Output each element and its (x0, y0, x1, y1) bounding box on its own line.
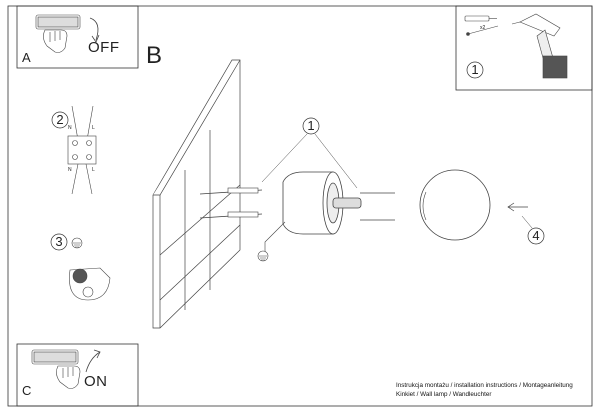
panel-a-letter: A (22, 50, 31, 65)
panel-c-letter: C (22, 383, 32, 398)
arrow-icon (91, 34, 100, 43)
ground-icon (71, 237, 83, 249)
callout-line (261, 133, 308, 183)
callout-line (314, 133, 358, 189)
arrow-icon (85, 351, 101, 373)
wall-plug-icon (227, 187, 259, 218)
wall-plate (152, 59, 241, 329)
step-marker (302, 117, 320, 135)
drill-icon (511, 13, 568, 79)
footer-line-2: Kinkiet / Wall lamp / Wandleuchter (396, 391, 492, 398)
panel-a-frame (16, 5, 139, 69)
footer-line-1: Instrukcja montażu / installation instru… (396, 382, 573, 389)
hand-switch-icon (31, 349, 81, 389)
step-marker (50, 233, 68, 251)
mount-step-number: 1 (307, 118, 315, 133)
footer: Instrukcja montażu / installation instru… (396, 381, 573, 399)
terminal-letter: N (68, 125, 72, 131)
outer-frame (7, 5, 593, 407)
shade-opening (422, 191, 427, 221)
section-letter: B (146, 42, 163, 69)
connect-step-number: 2 (56, 112, 64, 127)
ground-step-number: 3 (55, 234, 63, 249)
panel-c-frame (16, 343, 139, 407)
panel-c-switch-text: ON (84, 373, 108, 390)
terminal-letter: N (68, 167, 72, 173)
arrow-icon (89, 17, 99, 41)
ground-icon (257, 250, 269, 262)
step-marker (51, 111, 69, 129)
lamp-base (282, 171, 362, 235)
terminal-letter: L (92, 125, 95, 131)
screw-icon (466, 25, 499, 36)
panel-a-switch-text: OFF (88, 39, 120, 56)
glass-shade (419, 169, 491, 241)
ground-wire (264, 221, 286, 252)
tools-step-number: 1 (471, 62, 479, 77)
tools-quantity: x2 (480, 25, 486, 31)
ground-clamp-icon (69, 267, 111, 301)
arrow-icon (507, 202, 528, 212)
step-marker (527, 227, 545, 245)
tools-panel-frame (455, 5, 593, 91)
hand-switch-icon (35, 14, 81, 53)
callout-line (521, 215, 533, 229)
wall-plug-icon (464, 15, 497, 22)
shade-step-number: 4 (532, 228, 540, 243)
arrow-icon (93, 349, 101, 359)
terminal-letter: L (92, 167, 95, 173)
terminal-block-icon (67, 105, 97, 195)
step-marker (466, 61, 484, 79)
